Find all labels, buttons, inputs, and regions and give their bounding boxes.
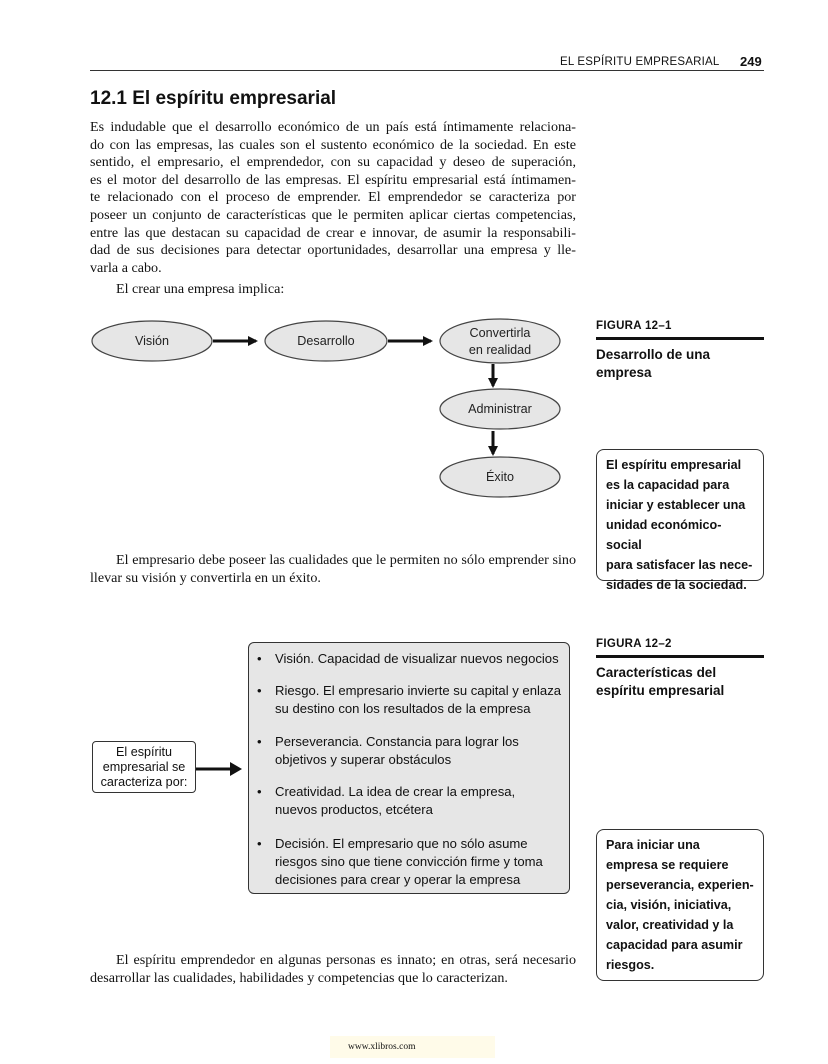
section-title: 12.1 El espíritu empresarial [90,88,337,109]
callout-2-line-4: cia, visión, iniciativa, [606,898,732,912]
callout-1-line-1: El espíritu empresarial [606,458,742,472]
node-convertirla-label-2: en realidad [469,343,531,357]
p1-line-1: Es indudable que el desarrollo económico… [90,119,576,135]
bullet-4-line-2: nuevos productos, etcétera [275,802,433,817]
node-vision [91,320,213,362]
p1-line-4: es el motor del desarrollo de las empres… [90,171,576,188]
callout-1-line-2: es la capacidad para [606,478,730,492]
figure-2-label: FIGURA 12–2 [596,638,672,650]
node-desarrollo [264,320,388,362]
footer-strip [330,1036,495,1058]
paragraph-3: El empresario debe poseer las cualidades… [90,552,576,586]
bullet-item-riesgo: • Riesgo. El empresario invierte su capi… [257,682,565,718]
p1-line-8: dad de sus decisiones para detectar opor… [90,242,576,259]
paragraph-1: Es indudable que el desarrollo económico… [90,119,576,277]
callout-1-line-4: unidad económico-social [606,518,722,552]
bullet-2-line-2: su destino con los resultados de la empr… [275,701,531,716]
p1-line-6: poseer un conjunto de características qu… [90,206,576,223]
bullet-item-decision: • Decisión. El empresario que no sólo as… [257,835,565,889]
bullet-5-line-3: decisiones para crear y operar la empres… [275,872,521,887]
p1-line-5: te relacionado con el proceso de emprend… [90,189,576,206]
callout-2-line-6: capacidad para asumir [606,938,743,952]
bullet-3-line-2: objetivos y superar obstáculos [275,752,452,767]
p1-line-7: entre las que destacan su capacidad de c… [90,224,576,241]
bullet-dot: • [257,734,262,749]
callout-2-line-3: perseverancia, experien- [606,878,754,892]
node-convertirla-label-1: Convertirla [470,326,531,340]
paragraph-2-text: El crear una empresa implica: [116,281,285,297]
bullet-item-perseverancia: • Perseverancia. Constancia para lograr … [257,733,565,769]
callout-box-1: El espíritu empresarial es la capacidad … [596,449,764,592]
p1-line-9: varla a cabo. [90,259,162,276]
node-convertirla [439,318,561,364]
node-vision-label: Visión [135,334,169,348]
p1-line-3: sentido, el empresario, el emprendedor, … [90,154,576,171]
bullet-item-vision: • Visión. Capacidad de visualizar nuevos… [257,650,565,668]
node-desarrollo-label: Desarrollo [297,334,354,348]
figure-1-rule [596,337,764,340]
source-line-3: caracteriza por: [100,775,188,789]
node-administrar-label: Administrar [468,402,532,416]
header-rule [90,70,764,71]
footer-url[interactable]: www.xlibros.com [348,1042,416,1052]
node-exito-label: Éxito [486,469,514,484]
figure-1-title: Desarrollo de una empresa [596,347,711,380]
figure-2-arrow [196,762,242,776]
bullet-5-line-1: Decisión. El empresario que no sólo asum… [275,836,528,851]
bullet-3-line-1: Perseverancia. Constancia para lograr lo… [275,734,519,749]
callout-2-line-1: Para iniciar una [606,838,700,852]
callout-2-line-7: riesgos. [606,958,655,972]
callout-1-line-5: para satisfacer las nece- [606,558,753,572]
figure-2-characteristics-box: • Visión. Capacidad de visualizar nuevos… [248,642,570,894]
bullet-item-creatividad: • Creatividad. La idea de crear la empre… [257,783,565,819]
bullet-dot: • [257,683,262,698]
p1-line-2: do con las empresas, las cuales son el s… [90,136,576,153]
bullet-2-line-1: Riesgo. El empresario invierte su capita… [275,683,562,698]
page-number: 249 [740,54,762,69]
figure-1-diagram: Visión Desarrollo Convertirla en realida… [91,318,561,498]
callout-1-line-3: iniciar y establecer una [606,498,746,512]
bullet-dot: • [257,651,262,666]
bullet-dot: • [257,784,262,799]
paragraph-2: El crear una empresa implica: [90,281,576,299]
callout-2-line-5: valor, creatividad y la [606,918,734,932]
figure-2-rule [596,655,764,658]
bullet-1-line-1: Visión. Capacidad de visualizar nuevos n… [275,651,559,666]
running-head: EL ESPÍRITU EMPRESARIAL [560,56,720,68]
figure-1-label: FIGURA 12–1 [596,320,672,332]
paragraph-4: El espíritu emprendedor en algunas perso… [90,952,576,986]
node-administrar [439,388,561,430]
figure-2-source-box: El espíritu empresarial se caracteriza p… [92,741,196,793]
source-line-2: empresarial se [102,760,186,774]
bullet-dot: • [257,836,262,851]
callout-2-line-2: empresa se requiere [606,858,729,872]
node-exito [439,456,561,498]
callout-1-line-6: sidades de la sociedad. [606,578,747,592]
callout-box-2: Para iniciar una empresa se requiere per… [596,829,764,981]
source-line-1: El espíritu [116,745,172,759]
bullet-5-line-2: riesgos sino que tiene convicción firme … [275,854,543,869]
figure-2-title: Características del espíritu empresarial [596,665,725,698]
bullet-4-line-1: Creatividad. La idea de crear la empresa… [275,784,516,799]
